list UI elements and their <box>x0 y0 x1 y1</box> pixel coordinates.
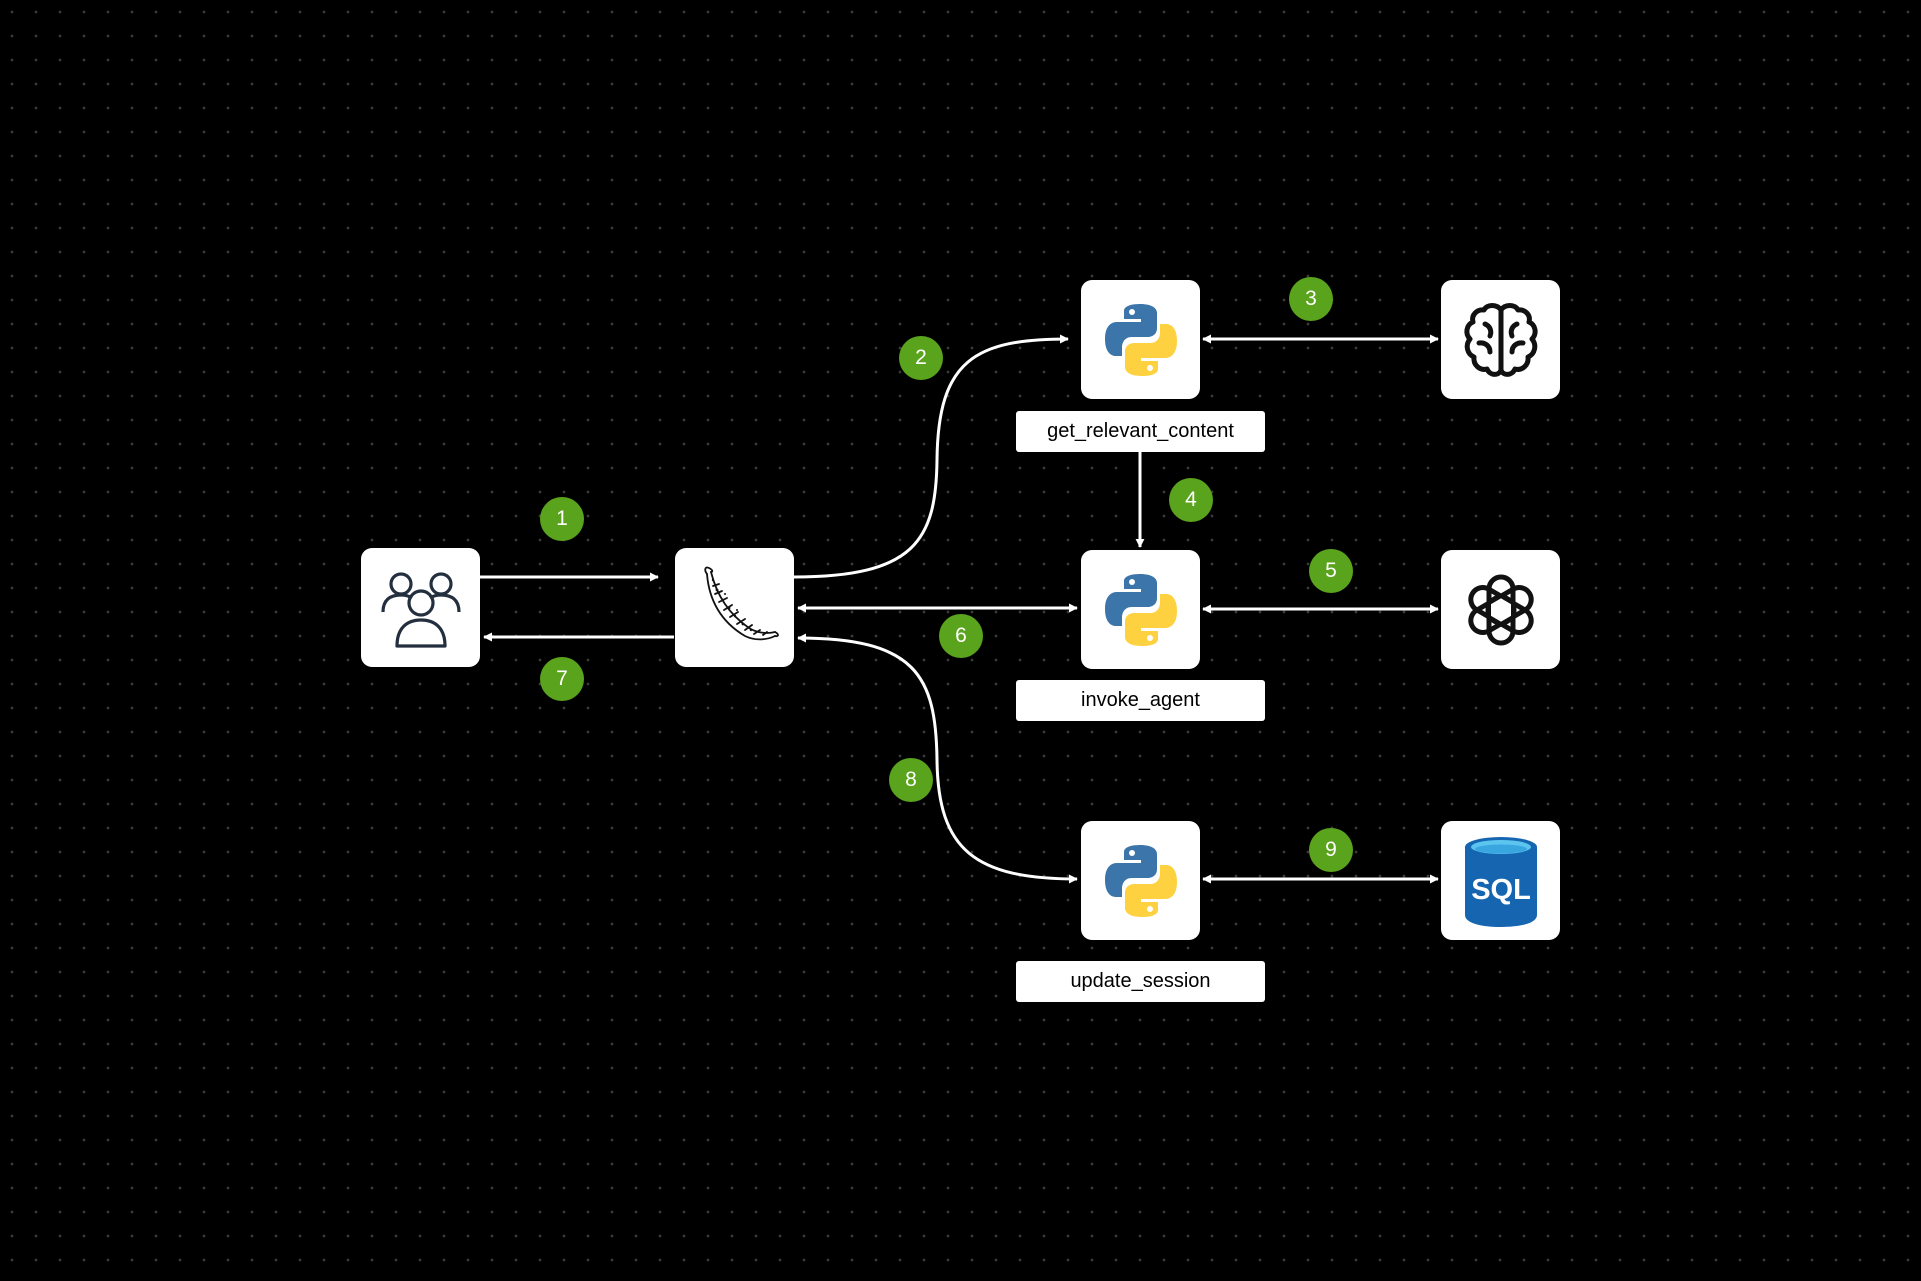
edge-flask-update-session <box>797 633 1078 884</box>
edge-flask-to-get-relevant-content <box>793 334 1069 579</box>
users-icon <box>380 571 461 648</box>
step-badge-4: 4 <box>1169 478 1213 522</box>
update-session-label: update_session <box>1016 961 1265 1002</box>
step-badge-1: 1 <box>540 497 584 541</box>
update-session-node[interactable] <box>1081 821 1200 940</box>
brain-node[interactable] <box>1441 280 1560 399</box>
python-icon <box>1104 844 1177 917</box>
step-badge-6: 6 <box>939 614 983 658</box>
invoke-agent-label: invoke_agent <box>1016 680 1265 721</box>
step-badge-9: 9 <box>1309 828 1353 872</box>
step-badge-2: 2 <box>899 336 943 380</box>
invoke-agent-node[interactable] <box>1081 550 1200 669</box>
flask-node[interactable] <box>675 548 794 667</box>
get-relevant-content-node[interactable] <box>1081 280 1200 399</box>
step-badge-7: 7 <box>540 657 584 701</box>
python-icon <box>1104 303 1177 376</box>
get-relevant-content-label: get_relevant_content <box>1016 411 1265 452</box>
step-badge-3: 3 <box>1289 277 1333 321</box>
sql-icon-text: SQL <box>1471 874 1531 906</box>
openai-node[interactable] <box>1441 550 1560 669</box>
step-badge-5: 5 <box>1309 549 1353 593</box>
users-node[interactable] <box>361 548 480 667</box>
brain-icon <box>1463 302 1538 377</box>
python-icon <box>1104 573 1177 646</box>
sql-database-icon: SQL <box>1464 836 1537 927</box>
openai-icon <box>1467 574 1534 645</box>
sql-node[interactable]: SQL <box>1441 821 1560 940</box>
flask-horn-icon <box>703 566 779 640</box>
step-badge-8: 8 <box>889 758 933 802</box>
